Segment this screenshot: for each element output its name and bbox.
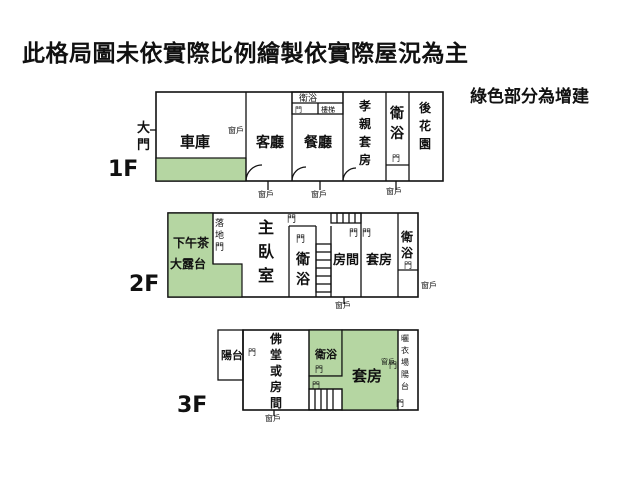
parents-suite-2: 親 <box>359 116 371 131</box>
master-label-1: 主 <box>258 218 274 237</box>
window-3f-b: 窗戶 <box>265 413 281 423</box>
garage-label: 車庫 <box>180 133 210 151</box>
shrine-label-2: 堂 <box>270 347 282 362</box>
french-door-3: 門 <box>215 242 224 253</box>
door-mark-2f-e: 門 <box>404 261 412 270</box>
door-mark-2f-a: 門 <box>287 214 296 225</box>
door-mark-3f-a: 門 <box>248 348 256 357</box>
laundry-label-2: 衣 <box>401 345 409 355</box>
floor-label-2f: 2F <box>129 272 160 297</box>
door-mark-1f-a: 門 <box>295 106 302 114</box>
backyard-3: 園 <box>419 137 431 151</box>
bath-top-label: 衛浴 <box>299 92 317 104</box>
shrine-label-3: 或 <box>270 363 282 378</box>
shrine-label-1: 佛 <box>269 331 282 346</box>
backyard-2: 花 <box>419 118 431 133</box>
floor-1f-plan <box>150 91 444 190</box>
parents-suite-1: 孝 <box>358 98 371 113</box>
door-mark-3f-d: 門 <box>389 361 397 370</box>
laundry-label-4: 陽 <box>401 370 409 379</box>
french-door-1: 落 <box>215 217 224 229</box>
door-mark-3f-c: 門 <box>312 381 320 390</box>
door-mark-3f-b: 門 <box>315 365 323 374</box>
bath-3f-label: 衛浴 <box>314 347 338 361</box>
floor-3f-plan <box>217 329 419 416</box>
shrine-label-5: 間 <box>270 396 282 410</box>
window-garage-label: 窗戶 <box>228 125 244 135</box>
window-3f-a: 窗戶 <box>381 357 395 366</box>
parents-suite-4: 房 <box>359 152 371 167</box>
door-mark-2f-b: 門 <box>296 234 305 245</box>
bath-2f-1: 衛 <box>295 251 310 268</box>
master-label-2: 臥 <box>258 242 275 261</box>
bath-1f-1: 衛 <box>389 105 404 122</box>
dining-label: 餐廳 <box>303 134 332 151</box>
page-title: 此格局圖未依實際比例繪製依實際屋況為主 <box>22 41 469 67</box>
shrine-label-4: 房 <box>270 379 282 394</box>
door-mark-1f-b: 門 <box>392 154 400 163</box>
bath2-2f-2: 浴 <box>401 245 414 260</box>
window-1f-a: 窗戶 <box>258 189 274 199</box>
parents-suite-3: 套 <box>358 134 372 149</box>
window-1f-b: 窗戶 <box>311 189 327 199</box>
entrance-label-1: 大 <box>137 120 150 136</box>
french-door-2: 地 <box>215 229 224 241</box>
laundry-label-3: 場 <box>401 357 409 367</box>
door-mark-3f-e: 門 <box>396 399 404 408</box>
entrance-label-2: 門 <box>137 138 150 153</box>
laundry-label-1: 曬 <box>401 334 409 343</box>
terrace-label-1: 下午茶 <box>173 235 210 250</box>
room-2f-label: 房間 <box>333 252 359 268</box>
bath-1f-2: 浴 <box>390 125 405 142</box>
bath2-2f-1: 衛 <box>400 229 413 244</box>
terrace-label-2: 大露台 <box>170 256 206 271</box>
stairs-small-label: 樓梯 <box>321 105 335 114</box>
floor-label-3f: 3F <box>177 393 208 418</box>
addition-note: 綠色部分為增建 <box>470 87 589 107</box>
garage-addition <box>155 157 247 182</box>
floor-label-1f: 1F <box>108 157 139 182</box>
window-1f-c: 窗戶 <box>386 186 402 196</box>
balcony-3f-label: 陽台 <box>221 348 243 362</box>
suite-3f-label: 套房 <box>351 367 382 385</box>
master-label-3: 室 <box>258 266 274 285</box>
floor-2f-plan <box>167 212 419 304</box>
window-2f-a: 窗戶 <box>421 280 437 290</box>
suite-2f-label: 套房 <box>365 252 392 268</box>
laundry-label-5: 台 <box>401 381 409 391</box>
backyard-1: 後 <box>419 100 432 115</box>
living-label: 客廳 <box>255 134 284 151</box>
door-mark-2f-c: 門 <box>349 228 358 239</box>
door-mark-2f-d: 門 <box>362 228 371 239</box>
window-2f-b: 窗戶 <box>335 300 351 310</box>
bath-2f-2: 浴 <box>296 271 311 288</box>
